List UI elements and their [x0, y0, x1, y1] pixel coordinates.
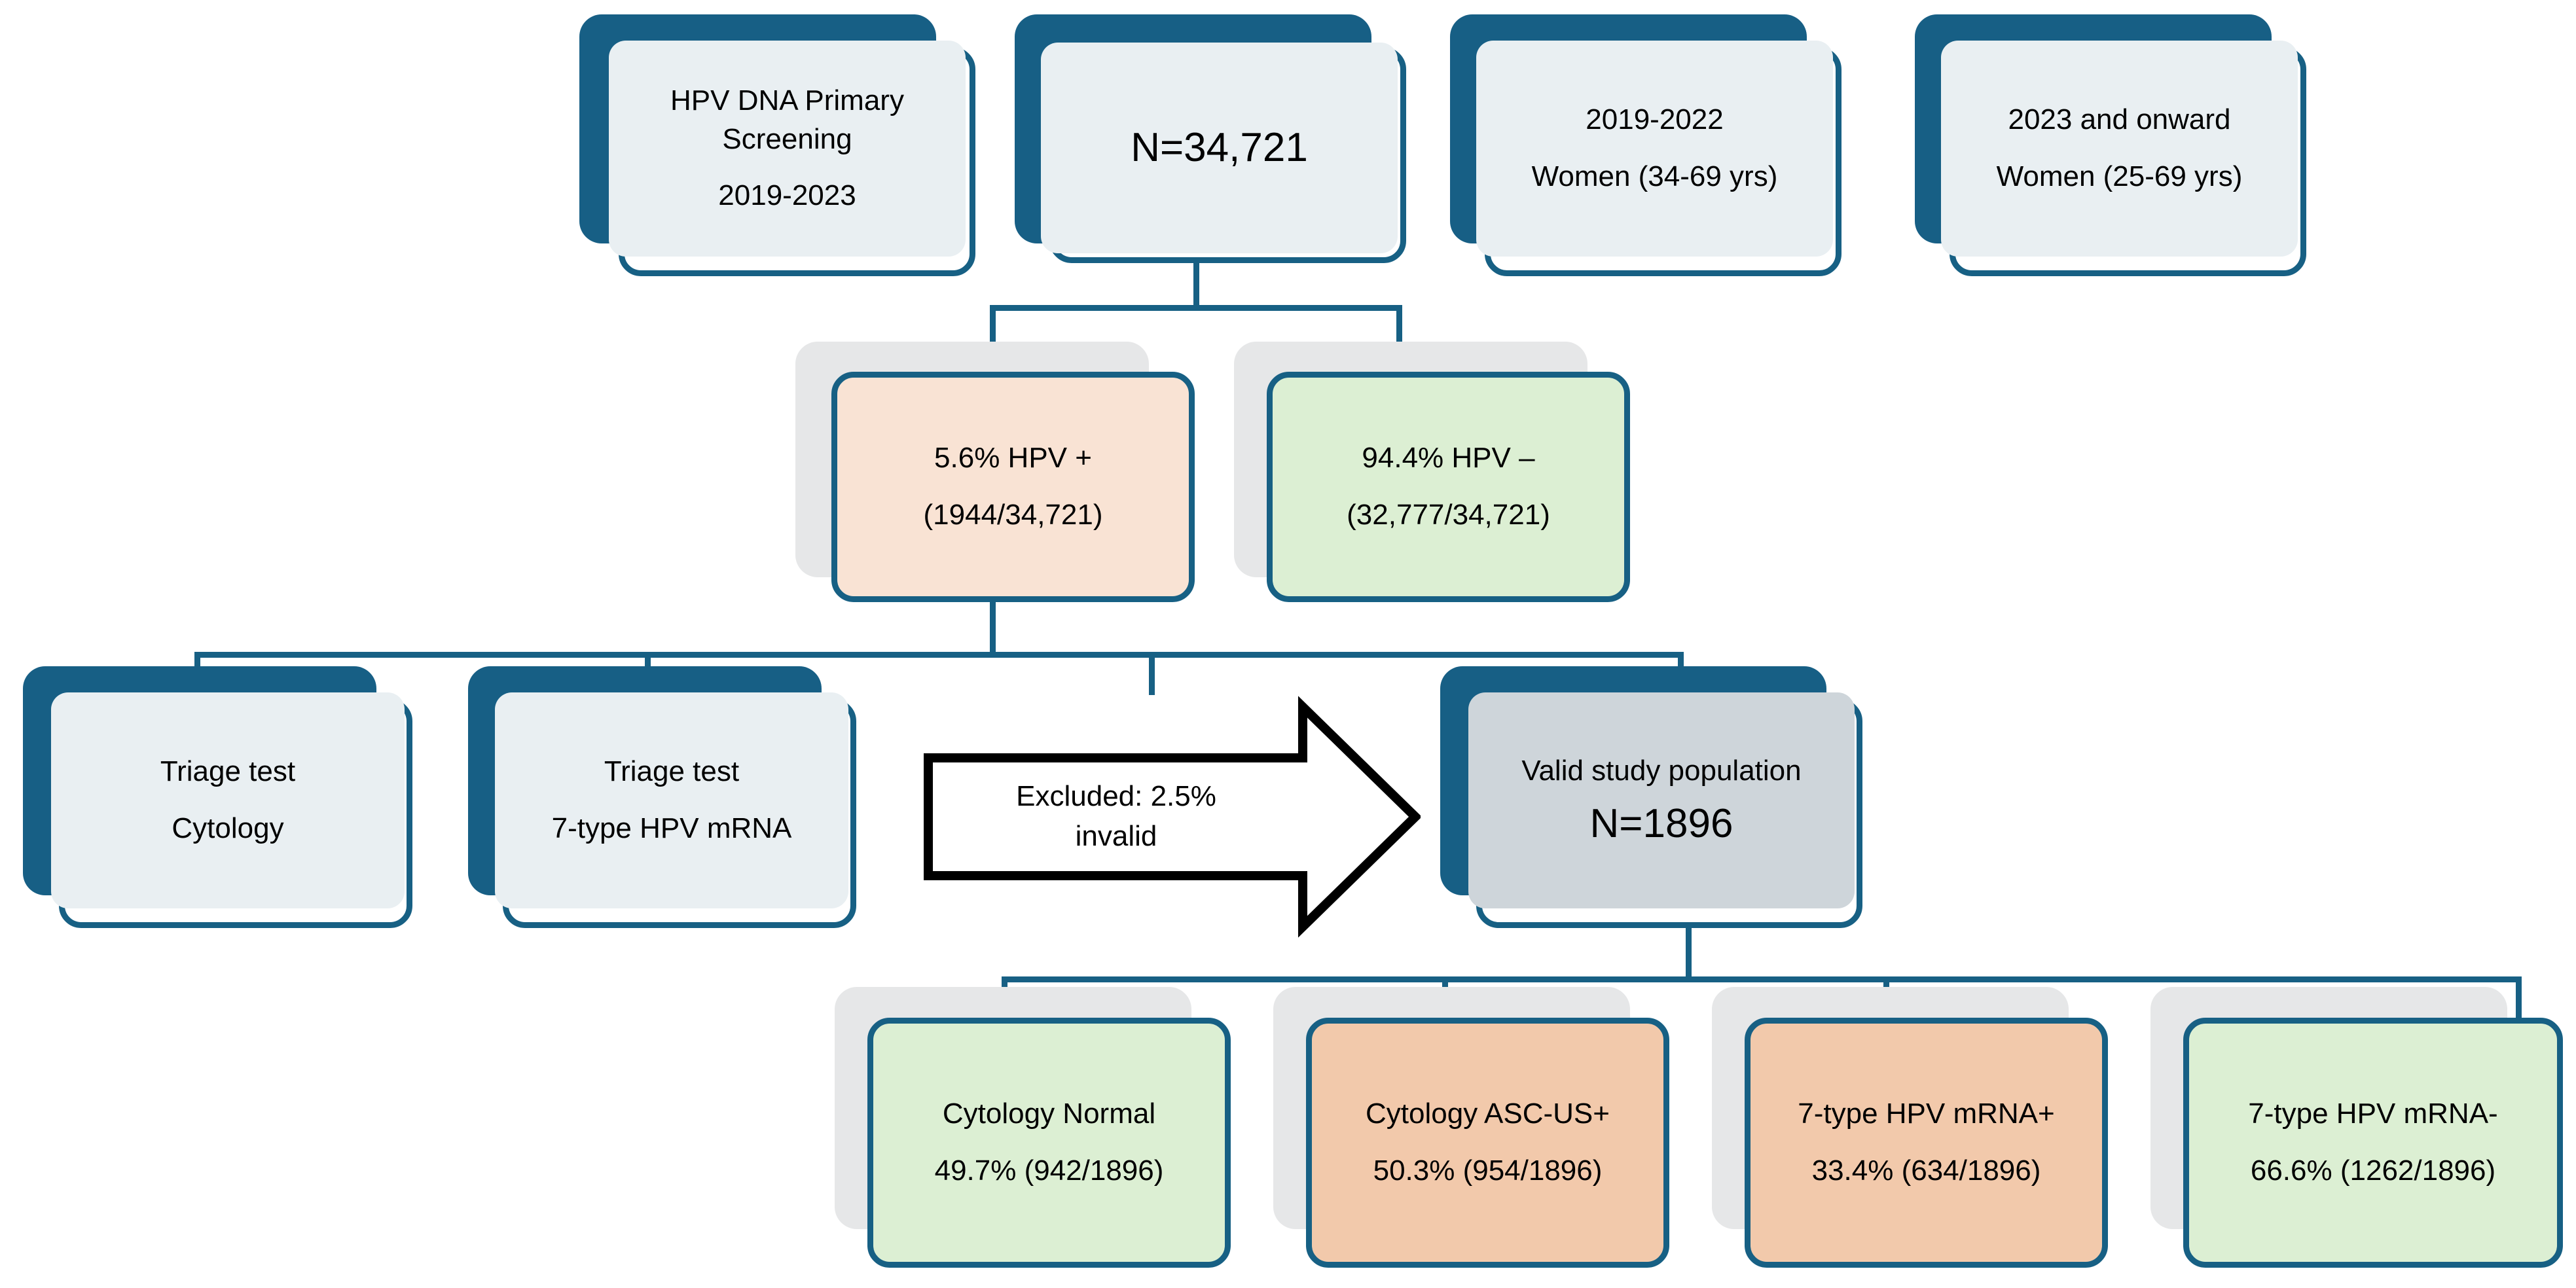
hpvneg-line2: (32,777/34,721)	[1347, 499, 1550, 531]
period2-inner: 2023 and onward Women (25-69 yrs)	[1941, 41, 2298, 257]
period1-line2: Women (34-69 yrs)	[1531, 160, 1778, 192]
cyt-normal-line2: 49.7% (942/1896)	[934, 1154, 1164, 1187]
valid-inner: Valid study population N=1896	[1468, 692, 1855, 908]
cyt-ascus-inner: Cytology ASC-US+ 50.3% (954/1896)	[1306, 1018, 1669, 1268]
connector-to-excluded	[1149, 652, 1155, 695]
hpvpos-inner: 5.6% HPV + (1944/34,721)	[831, 372, 1195, 602]
valid-line2: N=1896	[1589, 801, 1733, 847]
triage-cyt-line2: Cytology	[172, 812, 284, 844]
triage-mrna-line1: Triage test	[604, 755, 740, 788]
connector-level3-bar	[194, 652, 1684, 658]
mrna-pos-card	[1745, 1018, 2108, 1268]
block-arrow-icon	[924, 696, 1421, 938]
cyt-ascus-line2: 50.3% (954/1896)	[1373, 1154, 1603, 1187]
hpvpos-card	[831, 372, 1195, 602]
hpvneg-line1: 94.4% HPV –	[1362, 442, 1535, 474]
period2-line2: Women (25-69 yrs)	[1996, 160, 2243, 192]
mrna-pos-line1: 7-type HPV mRNA+	[1798, 1098, 2055, 1130]
cyt-normal-line1: Cytology Normal	[942, 1098, 1156, 1130]
mrna-neg-line2: 66.6% (1262/1896)	[2250, 1154, 2496, 1187]
connector-valid-down	[1686, 921, 1692, 982]
connector-level2-bar	[990, 305, 1402, 311]
period1-inner: 2019-2022 Women (34-69 yrs)	[1476, 41, 1833, 257]
hpvpos-line2: (1944/34,721)	[923, 499, 1103, 531]
mrna-neg-inner: 7-type HPV mRNA- 66.6% (1262/1896)	[2183, 1018, 2563, 1268]
period2-line1: 2023 and onward	[2008, 103, 2231, 136]
node-excluded-arrow[interactable]: Excluded: 2.5% invalid	[923, 692, 1421, 941]
triage-mrna-inner: Triage test 7-type HPV mRNA	[495, 692, 848, 908]
cyt-ascus-card	[1306, 1018, 1669, 1268]
hpvneg-card	[1267, 372, 1630, 602]
mrna-pos-inner: 7-type HPV mRNA+ 33.4% (634/1896)	[1745, 1018, 2108, 1268]
screening-line3: 2019-2023	[718, 179, 856, 212]
connector-to-hpv-negative	[1396, 305, 1402, 357]
cyt-normal-card	[867, 1018, 1231, 1268]
mrna-pos-line2: 33.4% (634/1896)	[1811, 1154, 2041, 1187]
connector-hpvpos-down	[990, 599, 996, 656]
connector-to-hpv-positive	[990, 305, 996, 357]
screening-inner: HPV DNA Primary Screening 2019-2023	[609, 41, 966, 257]
mrna-neg-line1: 7-type HPV mRNA-	[2248, 1098, 2498, 1130]
hpvpos-line1: 5.6% HPV +	[934, 442, 1092, 474]
cyt-normal-inner: Cytology Normal 49.7% (942/1896)	[867, 1018, 1231, 1268]
triage-cyt-inner: Triage test Cytology	[51, 692, 405, 908]
cyt-ascus-line1: Cytology ASC-US+	[1366, 1098, 1610, 1130]
total-value: N=34,721	[1131, 124, 1308, 170]
screening-line1: HPV DNA Primary	[670, 84, 904, 116]
valid-line1: Valid study population	[1521, 755, 1802, 787]
hpvneg-inner: 94.4% HPV – (32,777/34,721)	[1267, 372, 1630, 602]
period1-line1: 2019-2022	[1586, 103, 1724, 136]
triage-mrna-line2: 7-type HPV mRNA	[551, 812, 792, 844]
connector-total-down	[1193, 262, 1199, 308]
total-inner: N=34,721	[1041, 43, 1398, 253]
connector-to-mrna-negative	[2516, 976, 2522, 1024]
screening-line2: Screening	[722, 122, 852, 155]
connector-level4-bar	[1002, 976, 2522, 982]
mrna-neg-card	[2183, 1018, 2563, 1268]
triage-cyt-line1: Triage test	[160, 755, 296, 788]
